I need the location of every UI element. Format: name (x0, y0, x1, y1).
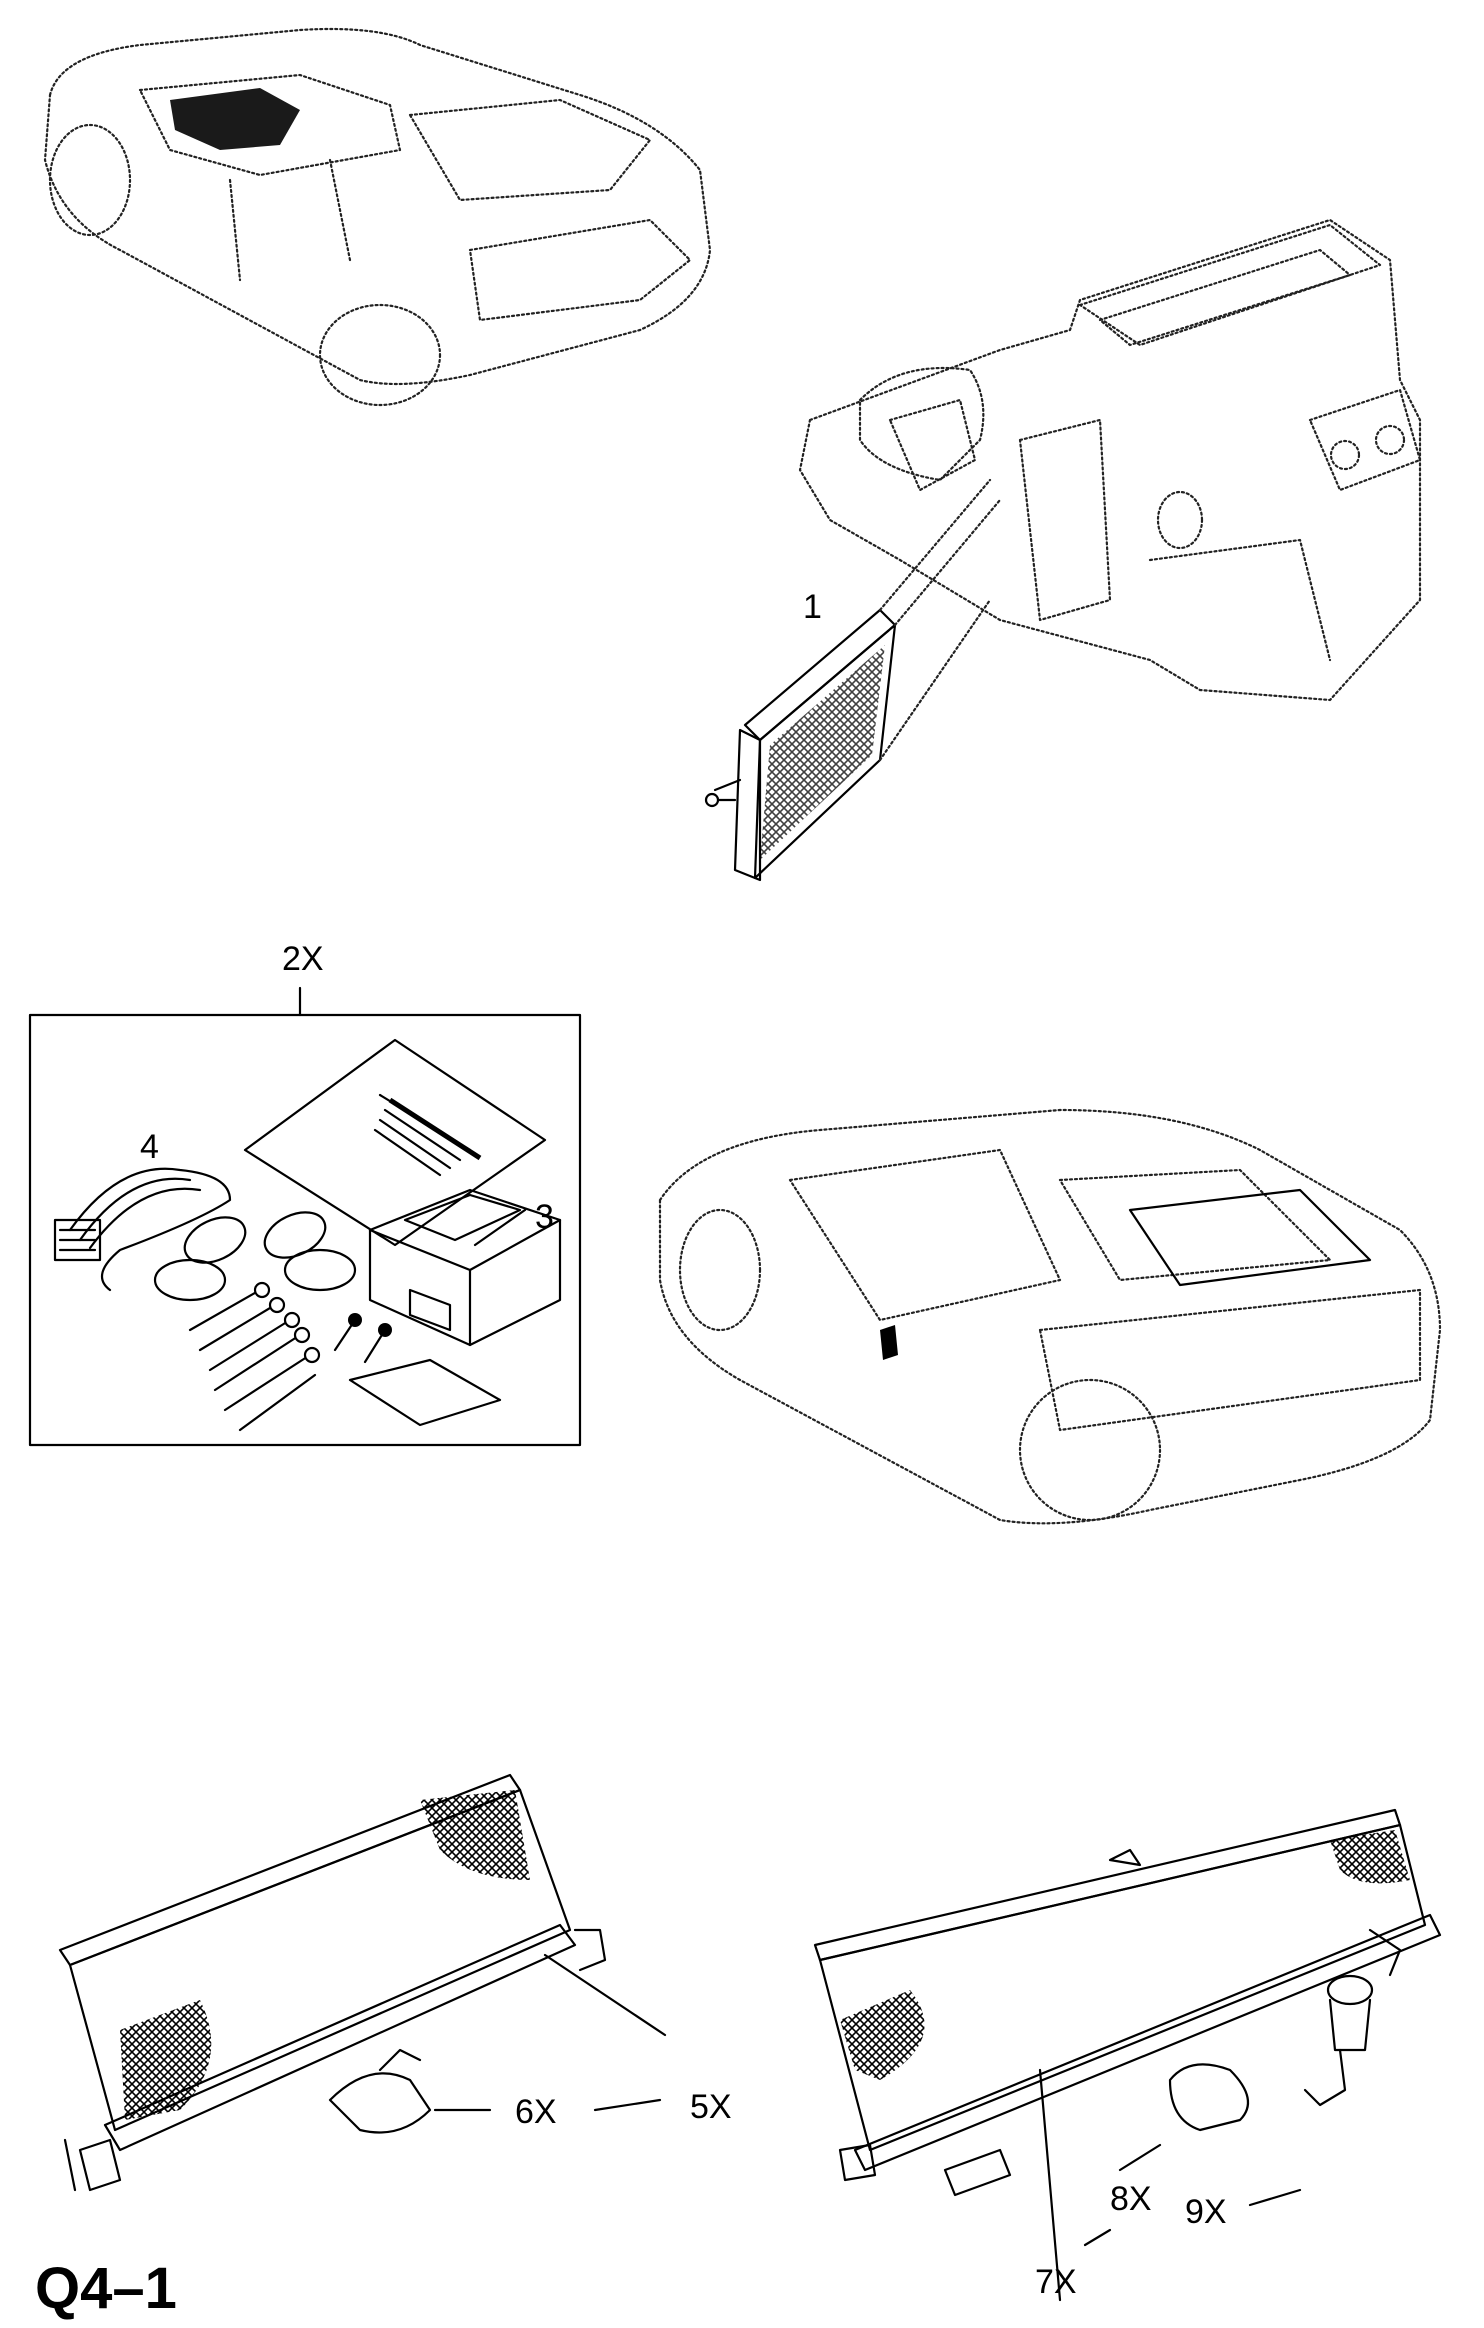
callout-2x: 2X (282, 940, 324, 978)
callout-5x: 5X (690, 2088, 732, 2126)
callout-7x: 7X (1035, 2263, 1077, 2301)
alarm-kit-box (28, 986, 582, 1447)
callout-1: 1 (803, 588, 822, 626)
sunblind-left (58, 1773, 667, 2192)
sunblind-right (813, 1808, 1442, 2302)
page-code: Q4–1 (35, 2256, 177, 2321)
heater-housing-illustration (798, 218, 1422, 702)
callout-8x: 8X (1110, 2180, 1152, 2218)
callout-6x: 6X (515, 2093, 557, 2131)
callout-3: 3 (535, 1198, 554, 1236)
car-rear-illustration (658, 1108, 1442, 1525)
callout-4: 4 (140, 1128, 159, 1166)
car-sunroof-illustration (43, 27, 712, 407)
pollen-filter-part-1 (704, 478, 1002, 882)
callout-9x: 9X (1185, 2193, 1227, 2231)
